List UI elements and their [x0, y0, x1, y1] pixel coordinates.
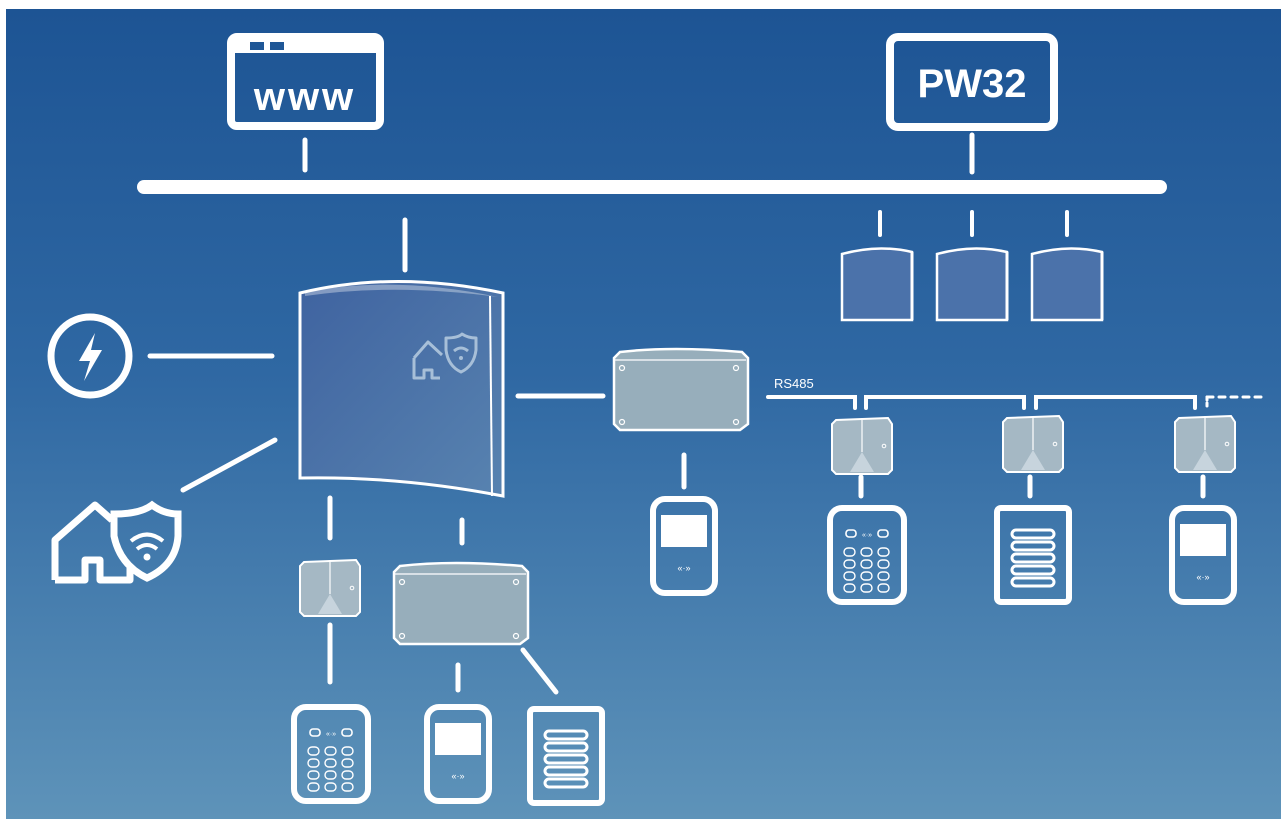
software-label: PW32 [918, 62, 1027, 106]
wall-reader-icon [840, 246, 1104, 322]
junction-box-icon [392, 561, 530, 646]
home-security-icon [51, 500, 182, 584]
central-controller-icon [298, 280, 505, 498]
software-monitor-icon: PW32 [886, 33, 1058, 131]
web-label: www [253, 75, 356, 119]
browser-window-icon: www [227, 33, 384, 130]
bus-label: RS485 [774, 376, 814, 391]
junction-box-icon [612, 347, 750, 432]
power-icon [47, 313, 133, 399]
